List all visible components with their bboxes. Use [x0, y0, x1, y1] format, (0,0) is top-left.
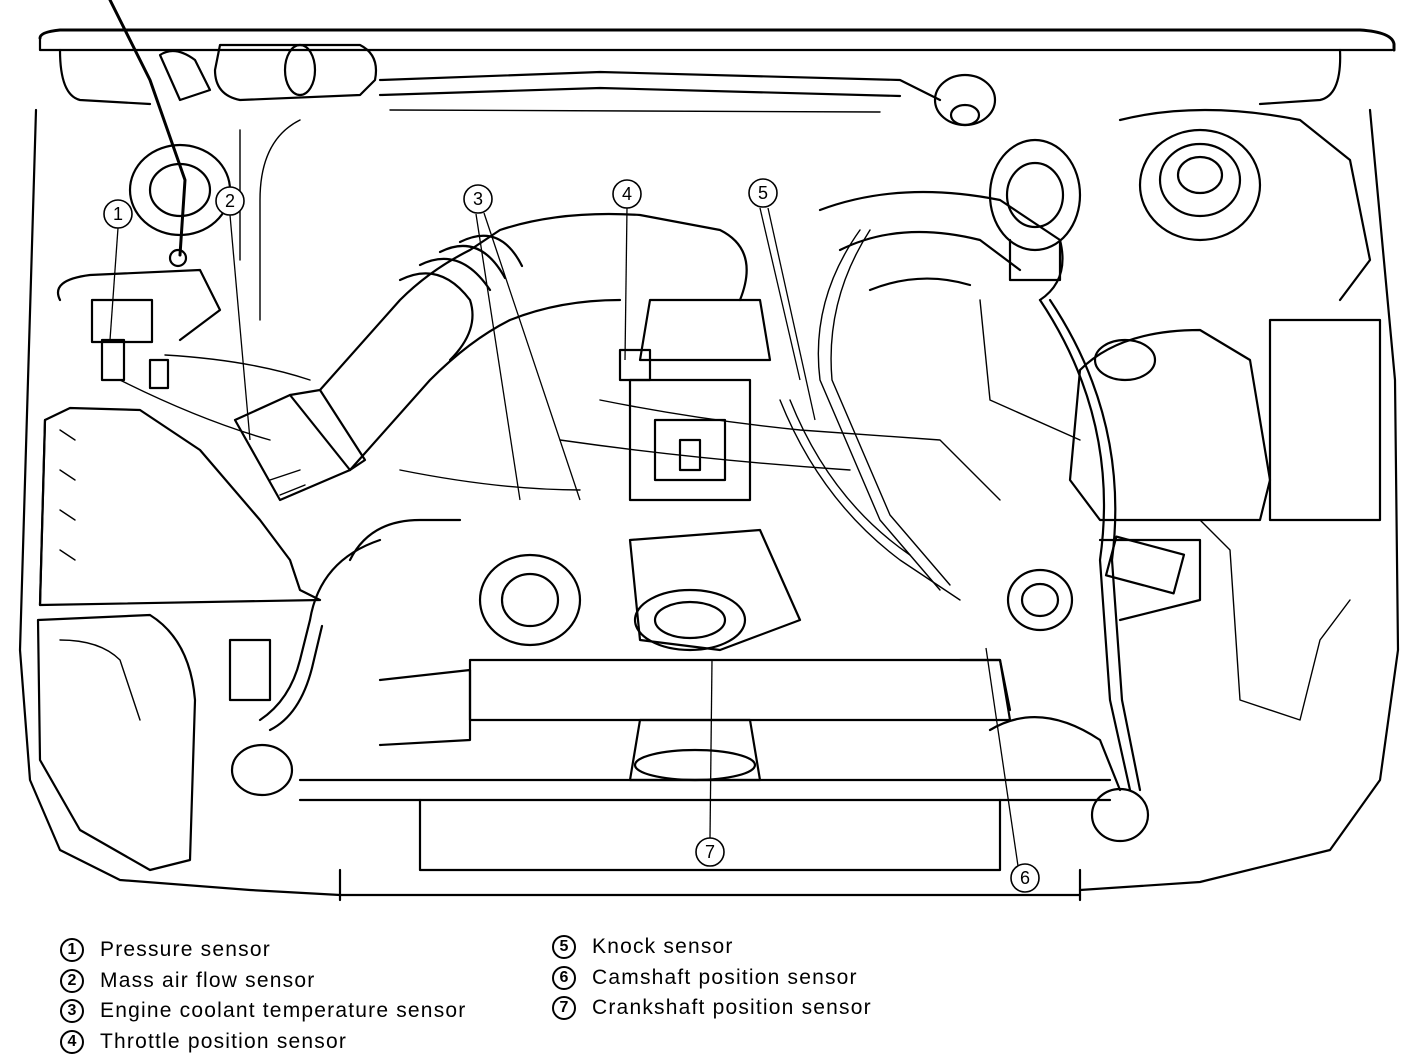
intake-duct: [320, 214, 747, 470]
legend-label: Mass air flow sensor: [100, 969, 315, 993]
lower-right-hoses: [960, 660, 1148, 841]
legend-item: 3 Engine coolant temperature sensor: [60, 996, 466, 1027]
svg-text:7: 7: [705, 842, 715, 862]
legend-item: 1 Pressure sensor: [60, 935, 466, 966]
svg-text:2: 2: [225, 191, 235, 211]
legend-number: 7: [552, 996, 576, 1020]
callout-leaders: [110, 208, 1018, 866]
wiring-harness: [400, 230, 1140, 790]
svg-text:1: 1: [113, 204, 123, 224]
battery: [1070, 320, 1380, 720]
engine-bay-diagram: 1 2 3 4 5 6 7: [0, 0, 1408, 905]
legend-number: 6: [552, 966, 576, 990]
callout-1: 1: [104, 200, 132, 228]
svg-text:3: 3: [473, 189, 483, 209]
callout-3: 3: [464, 185, 492, 213]
intake-manifold: [820, 75, 1080, 300]
alternator: [480, 530, 1072, 650]
right-strut-tower: [1120, 110, 1370, 300]
legend-column-right: 5 Knock sensor 6 Camshaft position senso…: [552, 932, 872, 1024]
engine-bay-drawing: 1 2 3 4 5 6 7: [0, 0, 1408, 905]
body-outline: [20, 30, 1398, 900]
legend-column-left: 1 Pressure sensor 2 Mass air flow sensor…: [60, 935, 466, 1057]
callout-7: 7: [696, 838, 724, 866]
left-strut-tower: [130, 145, 230, 235]
legend-number: 4: [60, 1030, 84, 1054]
legend-item: 6 Camshaft position sensor: [552, 963, 872, 994]
pressure-sensor-assembly: [58, 270, 310, 440]
top-reservoir: [160, 45, 376, 100]
legend-label: Camshaft position sensor: [592, 966, 858, 990]
legend-label: Knock sensor: [592, 935, 734, 959]
top-hoses: [240, 72, 940, 320]
callout-6: 6: [1011, 864, 1039, 892]
legend-label: Engine coolant temperature sensor: [100, 999, 466, 1023]
callout-2: 2: [216, 187, 244, 215]
sensor-legend: 1 Pressure sensor 2 Mass air flow sensor…: [0, 905, 1408, 1056]
callout-5: 5: [749, 179, 777, 207]
lower-left-hoses: [230, 520, 460, 795]
svg-text:4: 4: [622, 184, 632, 204]
legend-item: 5 Knock sensor: [552, 932, 872, 963]
legend-label: Crankshaft position sensor: [592, 996, 872, 1020]
legend-number: 1: [60, 938, 84, 962]
legend-item: 2 Mass air flow sensor: [60, 966, 466, 997]
svg-text:6: 6: [1020, 868, 1030, 888]
legend-item: 4 Throttle position sensor: [60, 1027, 466, 1057]
throttle-body: [620, 300, 770, 500]
legend-label: Pressure sensor: [100, 938, 271, 962]
legend-number: 5: [552, 935, 576, 959]
svg-text:5: 5: [758, 183, 768, 203]
legend-label: Throttle position sensor: [100, 1030, 347, 1054]
legend-number: 2: [60, 969, 84, 993]
legend-item: 7 Crankshaft position sensor: [552, 993, 872, 1024]
legend-number: 3: [60, 999, 84, 1023]
maf-sensor: [235, 390, 365, 500]
callout-4: 4: [613, 180, 641, 208]
